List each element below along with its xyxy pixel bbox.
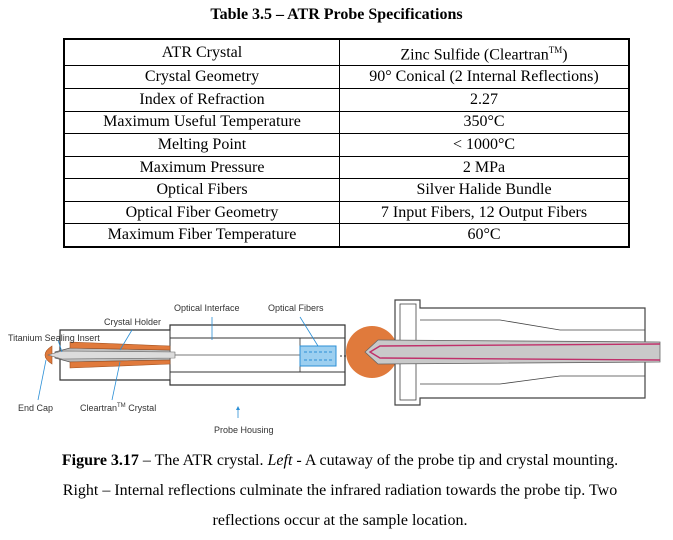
probe-housing-outline — [59, 324, 346, 386]
label-probe-housing: Probe Housing — [214, 425, 274, 435]
label-optical-interface: Optical Interface — [174, 303, 240, 313]
spec-value: 2 MPa — [339, 155, 630, 180]
figure-caption: Figure 3.17 – The ATR crystal. Left - A … — [61, 452, 619, 529]
label-cleartran-crystal: CleartranTM Crystal — [80, 403, 157, 413]
spec-value: 7 Input Fibers, 12 Output Fibers — [339, 200, 630, 225]
right-probe-outline — [394, 299, 646, 406]
spec-param: Maximum Pressure — [63, 155, 340, 180]
spec-value: 90° Conical (2 Internal Reflections) — [339, 65, 630, 89]
label-optical-fibers: Optical Fibers — [268, 303, 324, 313]
spec-value: 60°C — [339, 223, 630, 248]
spec-param: Crystal Geometry — [63, 65, 340, 89]
spec-param: Maximum Fiber Temperature — [63, 223, 340, 248]
optical-fibers-box — [299, 345, 337, 367]
spec-value: 350°C — [339, 110, 630, 135]
table-title: Table 3.5 – ATR Probe Specifications — [210, 6, 463, 23]
spec-param: Optical Fibers — [63, 178, 340, 202]
label-titanium-insert: Titanium Sealing Insert — [8, 333, 100, 343]
label-crystal-holder: Crystal Holder — [104, 317, 162, 327]
spec-value: 2.27 — [339, 87, 630, 112]
cleartran-crystal — [46, 350, 176, 360]
spec-row: Melting Point< 1000°C — [63, 133, 630, 157]
spec-param: Melting Point — [63, 133, 340, 157]
crystal-holder — [69, 341, 171, 351]
label-end-cap: End Cap — [18, 403, 54, 413]
caption-figure-num: Figure 3.17 — [61, 452, 139, 469]
spec-param: Index of Refraction — [63, 87, 340, 112]
right-crystal — [364, 339, 661, 365]
spec-value: Silver Halide Bundle — [339, 178, 630, 202]
spec-param: Maximum Useful Temperature — [63, 110, 340, 135]
cutaway-diagram — [37, 316, 350, 418]
reflection-diagram — [346, 299, 661, 406]
reflection-path — [368, 343, 661, 361]
spec-value: Zinc Sulfide (CleartranTM) — [339, 38, 630, 67]
spec-value: < 1000°C — [339, 133, 630, 157]
atr-crystal-figure — [37, 299, 661, 418]
spec-param: ATR Crystal — [63, 38, 340, 67]
spec-param: Optical Fiber Geometry — [63, 200, 340, 225]
